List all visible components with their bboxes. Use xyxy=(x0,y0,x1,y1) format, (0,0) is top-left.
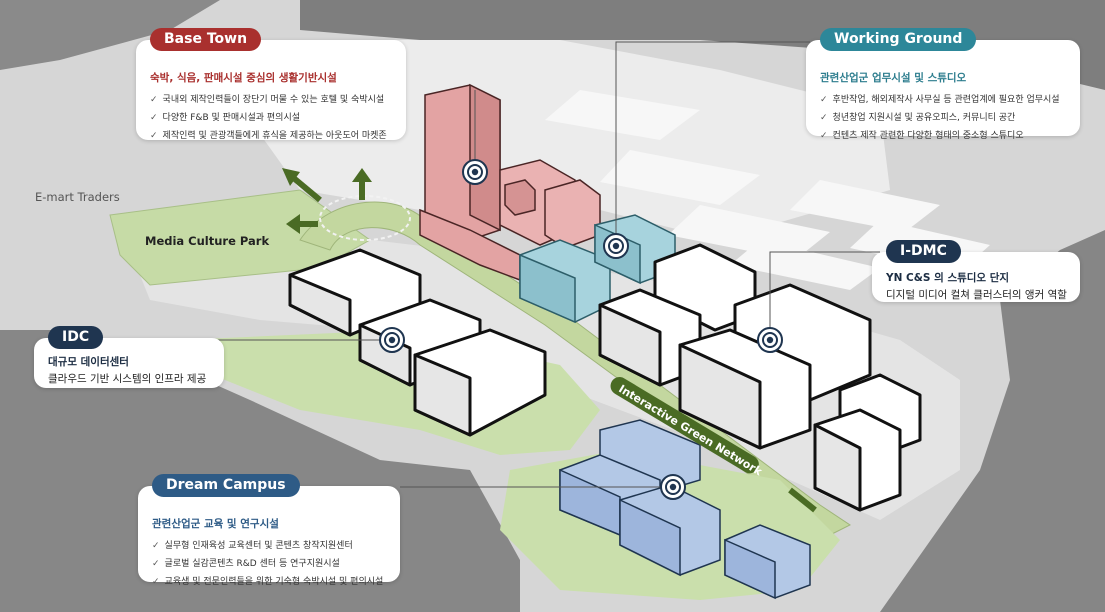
terrain-right xyxy=(880,230,1105,612)
base-town-title: Base Town xyxy=(150,28,262,51)
check-icon: ✓ xyxy=(150,95,158,105)
idc-subtitle: 대규모 데이터센터 xyxy=(48,356,129,368)
list-item: ✓교육생 및 전문인력들을 위한 기숙형 숙박시설 및 편의시설 xyxy=(152,577,384,587)
dream-campus-buildings xyxy=(559,419,811,600)
check-icon: ✓ xyxy=(820,113,828,123)
list-item: ✓제작인력 및 관광객들에게 휴식을 제공하는 아웃도어 마켓존 xyxy=(150,131,387,141)
list-item: ✓후반작업, 해외제작사 사무실 등 관련업계에 필요한 업무시설 xyxy=(820,95,1060,105)
check-icon: ✓ xyxy=(152,577,160,587)
list-item: ✓글로벌 실감콘텐츠 R&D 센터 등 연구지원시설 xyxy=(152,559,340,569)
base-town-subtitle: 숙박, 식음, 판매시설 중심의 생활기반시설 xyxy=(150,72,337,84)
idmc-card: I-DMC YN C&S 의 스튜디오 단지 디지털 미디어 컬쳐 클러스터의 … xyxy=(872,240,1080,302)
arrow-nw xyxy=(288,172,322,203)
lot-3 xyxy=(668,205,830,260)
list-item: ✓실무형 인재육성 교육센터 및 콘텐츠 창작지원센터 xyxy=(152,541,353,551)
base-town-list: ✓국내외 제작인력들이 장단기 머물 수 있는 호텔 및 숙박시설 ✓다양한 F… xyxy=(150,91,392,145)
lot-2 xyxy=(600,150,760,205)
dream-campus-marker-icon xyxy=(660,474,686,500)
park-label: Media Culture Park xyxy=(145,234,270,248)
dream-campus-card: Dream Campus 관련산업군 교육 및 연구시설 ✓실무형 인재육성 교… xyxy=(138,474,400,587)
arrow-nw-head xyxy=(282,168,300,186)
check-icon: ✓ xyxy=(152,559,160,569)
roundabout-path xyxy=(319,195,412,241)
base-town-card: Base Town 숙박, 식음, 판매시설 중심의 생활기반시설 ✓국내외 제… xyxy=(136,28,406,141)
list-item: ✓다양한 F&B 및 판매시설과 편의시설 xyxy=(150,113,301,123)
base-town-marker-icon xyxy=(462,159,488,185)
base-town-buildings xyxy=(419,83,601,282)
lot-4 xyxy=(730,240,880,290)
check-icon: ✓ xyxy=(820,131,828,141)
check-icon: ✓ xyxy=(150,113,158,123)
lot-1 xyxy=(545,90,700,140)
dream-campus-subtitle: 관련산업군 교육 및 연구시설 xyxy=(152,518,279,530)
idc-marker-icon xyxy=(379,327,405,353)
arrow-w-head xyxy=(286,214,300,234)
idmc-description: 디지털 미디어 컬쳐 클러스터의 앵커 역할 xyxy=(886,289,1067,301)
idmc-marker-icon xyxy=(757,327,783,353)
idc-title: IDC xyxy=(48,326,104,349)
working-ground-subtitle: 관련산업군 업무시설 및 스튜디오 xyxy=(820,72,967,84)
check-icon: ✓ xyxy=(820,95,828,105)
list-item: ✓컨텐츠 제작 관련한 다양한 형태의 중소형 스튜디오 xyxy=(820,131,1024,141)
idc-card: IDC 대규모 데이터센터 클라우드 기반 시스템의 인프라 제공 xyxy=(34,326,224,388)
idmc-subtitle: YN C&S 의 스튜디오 단지 xyxy=(886,272,1010,284)
arrow-se xyxy=(788,487,817,513)
working-ground-marker-icon xyxy=(603,233,629,259)
check-icon: ✓ xyxy=(150,131,158,141)
emart-label: E-mart Traders xyxy=(35,190,120,204)
dream-campus-list: ✓실무형 인재육성 교육센터 및 콘텐츠 창작지원센터 ✓글로벌 실감콘텐츠 R… xyxy=(152,537,386,591)
working-ground-title: Working Ground xyxy=(820,28,977,51)
idmc-title: I-DMC xyxy=(886,240,961,263)
terrain-top-left xyxy=(0,0,220,70)
idc-buildings xyxy=(288,248,547,437)
list-item: ✓국내외 제작인력들이 장단기 머물 수 있는 호텔 및 숙박시설 xyxy=(150,95,385,105)
check-icon: ✓ xyxy=(152,541,160,551)
idmc-buildings xyxy=(598,243,922,512)
working-ground-card: Working Ground 관련산업군 업무시설 및 스튜디오 ✓후반작업, … xyxy=(806,28,1080,141)
list-item: ✓청년창업 지원시설 및 공유오피스, 커뮤니티 공간 xyxy=(820,113,1016,123)
arrow-n-head xyxy=(352,168,372,182)
lot-5 xyxy=(790,180,940,232)
dream-campus-title: Dream Campus xyxy=(152,474,300,497)
road-top xyxy=(300,0,1105,90)
idc-description: 클라우드 기반 시스템의 인프라 제공 xyxy=(48,373,207,385)
working-ground-list: ✓후반작업, 해외제작사 사무실 등 관련업계에 필요한 업무시설 ✓청년창업 … xyxy=(820,91,1066,145)
